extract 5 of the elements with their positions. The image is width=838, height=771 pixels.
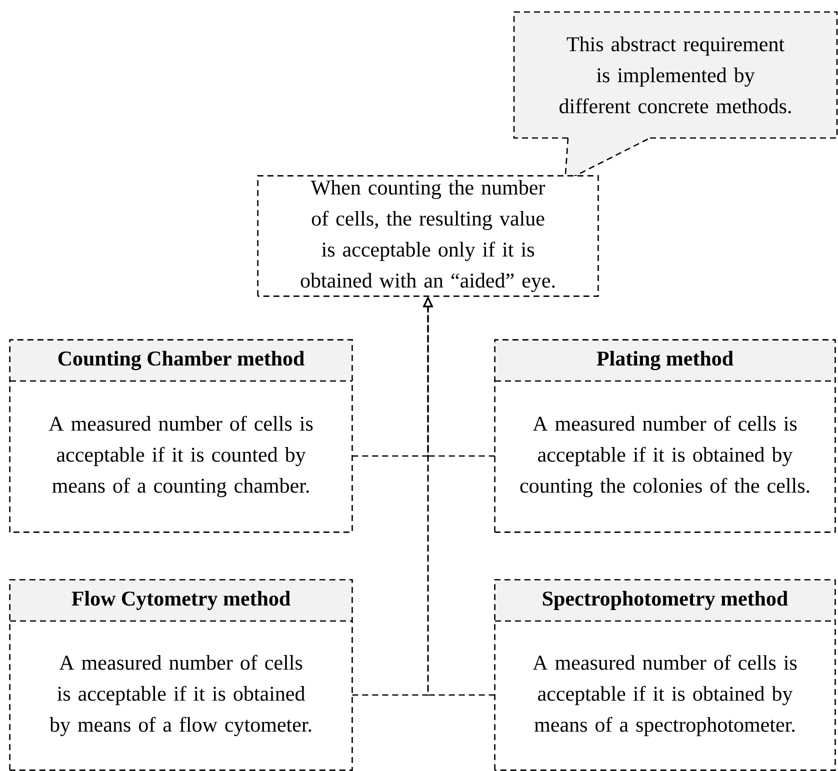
method-box: Plating method A measured number of cells is acceptable if it is obtained by counting the colonies of the cells. <box>494 339 836 533</box>
method-box: Flow Cytometry method A measured number of cells is acceptable if it is obtained by means of a flow cytometer. <box>9 579 353 771</box>
method-box: Spectrophotometry method A measured number of cells is acceptable if it is obtained by means of a spectrophotometer. <box>494 579 836 771</box>
requirement-box: When counting the number of cells, the resulting value is acceptable only if it is obtained with an “aided” eye. <box>257 175 599 297</box>
method-box: Counting Chamber method A measured number of cells is acceptable if it is counted by means of a counting chamber. <box>9 339 353 533</box>
